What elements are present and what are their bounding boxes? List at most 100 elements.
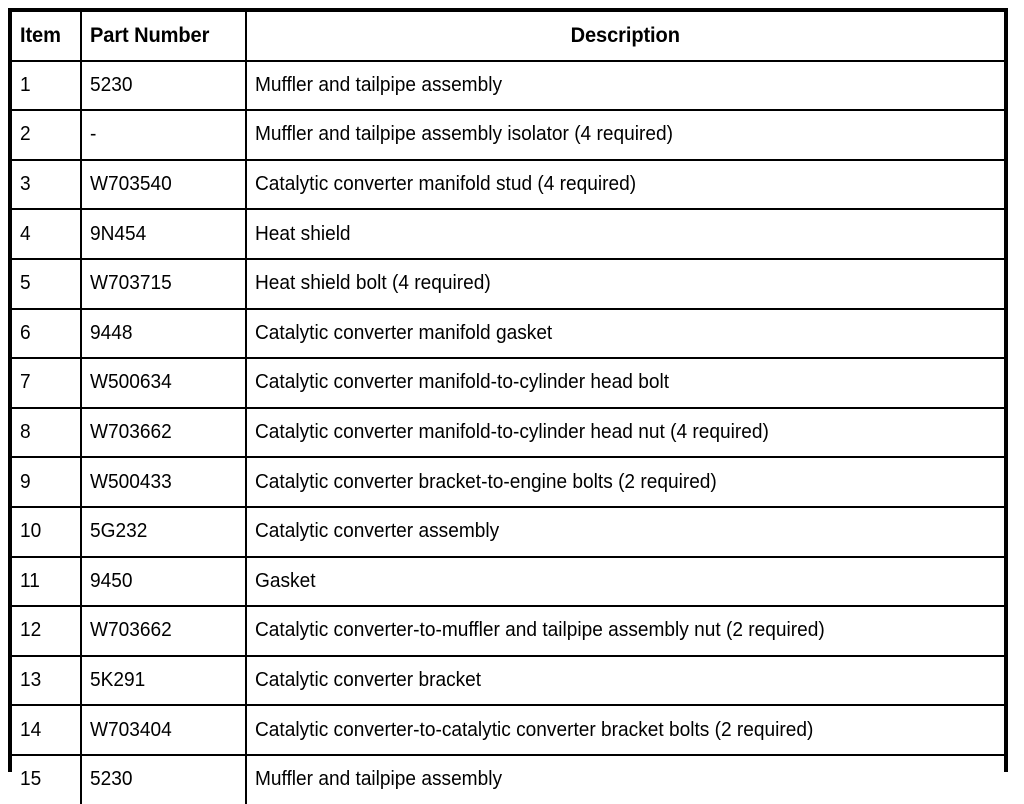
table-row: 1 5230 Muffler and tailpipe assembly [12, 59, 1004, 112]
cell-part-number: 5K291 [80, 654, 247, 707]
column-header-part-number: Part Number [80, 12, 247, 62]
cell-part-number: 5230 [80, 59, 247, 112]
cell-part-number: W703404 [80, 704, 247, 756]
cell-part-number: 5230 [80, 753, 247, 804]
table-row: 4 9N454 Heat shield [12, 208, 1004, 260]
table-row: 3 W703540 Catalytic converter manifold stu… [12, 158, 1004, 211]
cell-part-number: W500634 [80, 357, 247, 409]
cell-part-number-value: 5230 [90, 73, 133, 96]
cell-item: 3 [12, 158, 82, 211]
cell-item: 4 [12, 208, 82, 260]
cell-item: 10 [12, 505, 82, 558]
cell-description: Catalytic converter manifold gasket [245, 307, 1004, 360]
cell-item: 12 [12, 605, 82, 657]
cell-description: Muffler and tailpipe assembly isolator (… [245, 109, 1004, 161]
cell-part-number-value: W500634 [90, 371, 172, 394]
cell-part-number: 9450 [80, 555, 247, 608]
table-row: 9 W500433 Catalytic converter bracket-to-e… [12, 456, 1004, 508]
cell-item: 8 [12, 406, 82, 459]
table-row: 11 9450 Gasket [12, 555, 1004, 608]
cell-part-number-value: 5K291 [90, 669, 146, 692]
cell-item-value: 11 [20, 569, 40, 592]
cell-item: 14 [12, 704, 82, 756]
cell-item-value: 10 [20, 520, 42, 543]
table-row: 14 W703404 Catalytic converter-to-catalyti… [12, 704, 1004, 756]
cell-description: Muffler and tailpipe assembly [245, 59, 1004, 112]
cell-item-value: 14 [20, 718, 42, 741]
cell-description: Gasket [245, 555, 1004, 608]
cell-description: Catalytic converter manifold stud (4 req… [245, 158, 1004, 211]
column-header-description-label: Description [570, 23, 681, 47]
cell-description-value: Heat shield bolt (4 required) [255, 272, 491, 295]
cell-part-number-value: - [90, 123, 97, 146]
cell-part-number: 9N454 [80, 208, 247, 260]
cell-description-value: Catalytic converter manifold-to-cylinder… [255, 421, 769, 444]
cell-item: 1 [12, 59, 82, 112]
cell-description: Catalytic converter bracket-to-engine bo… [245, 456, 1004, 508]
cell-description-value: Catalytic converter manifold-to-cylinder… [255, 371, 670, 394]
cell-item: 11 [12, 555, 82, 608]
cell-part-number: W703715 [80, 257, 247, 310]
cell-description-value: Catalytic converter manifold stud (4 req… [255, 173, 637, 196]
cell-description: Catalytic converter manifold-to-cylinder… [245, 406, 1004, 459]
table-row: 13 5K291 Catalytic converter bracket [12, 654, 1004, 707]
cell-part-number: W703662 [80, 605, 247, 657]
cell-description: Heat shield [245, 208, 1004, 260]
cell-part-number-value: W703662 [90, 619, 172, 642]
cell-description: Catalytic converter-to-muffler and tailp… [245, 605, 1004, 657]
table-row: 10 5G232 Catalytic converter assembly [12, 505, 1004, 558]
cell-part-number-value: W703715 [90, 272, 172, 295]
cell-part-number-value: W500433 [90, 470, 172, 493]
column-header-item: Item [12, 12, 82, 62]
cell-part-number-value: 9N454 [90, 222, 147, 245]
cell-item: 6 [12, 307, 82, 360]
cell-description-value: Heat shield [255, 222, 351, 245]
cell-item: 15 [12, 753, 82, 804]
cell-description-value: Catalytic converter assembly [255, 520, 500, 543]
cell-item-value: 5 [20, 272, 31, 295]
cell-part-number: W703662 [80, 406, 247, 459]
table-header: Item Part Number Description [12, 12, 1004, 62]
cell-description-value: Muffler and tailpipe assembly isolator (… [255, 123, 673, 146]
cell-item-value: 2 [20, 123, 31, 146]
column-header-item-label: Item [20, 23, 61, 47]
table-row: 5 W703715 Heat shield bolt (4 required) [12, 257, 1004, 310]
cell-item-value: 1 [20, 73, 31, 96]
cell-part-number-value: W703662 [90, 421, 172, 444]
cell-part-number-value: W703540 [90, 173, 172, 196]
cell-description: Heat shield bolt (4 required) [245, 257, 1004, 310]
column-header-description: Description [245, 12, 1004, 62]
table-row: 7 W500634 Catalytic converter manifold-to-… [12, 357, 1004, 409]
cell-description: Catalytic converter manifold-to-cylinder… [245, 357, 1004, 409]
cell-description-value: Catalytic converter bracket [255, 669, 482, 692]
cell-description-value: Catalytic converter-to-catalytic convert… [255, 718, 814, 741]
column-header-part-number-label: Part Number [90, 23, 210, 47]
table-row: 6 9448 Catalytic converter manifold gasket [12, 307, 1004, 360]
cell-item-value: 7 [20, 371, 31, 394]
table-header-row: Item Part Number Description [12, 12, 1004, 62]
cell-part-number-value: W703404 [90, 718, 172, 741]
cell-description-value: Catalytic converter manifold gasket [255, 321, 553, 344]
cell-item-value: 13 [20, 669, 42, 692]
cell-description-value: Gasket [255, 569, 316, 592]
cell-part-number: W500433 [80, 456, 247, 508]
cell-description: Catalytic converter assembly [245, 505, 1004, 558]
table-row: 12 W703662 Catalytic converter-to-muffler … [12, 605, 1004, 657]
cell-description: Muffler and tailpipe assembly [245, 753, 1004, 804]
cell-description-value: Catalytic converter bracket-to-engine bo… [255, 470, 717, 493]
cell-item: 7 [12, 357, 82, 409]
cell-part-number-value: 5G232 [90, 520, 148, 543]
cell-item-value: 8 [20, 421, 31, 444]
cell-item: 2 [12, 109, 82, 161]
cell-item: 13 [12, 654, 82, 707]
cell-item: 5 [12, 257, 82, 310]
cell-description: Catalytic converter-to-catalytic convert… [245, 704, 1004, 756]
cell-part-number: 9448 [80, 307, 247, 360]
cell-item-value: 9 [20, 470, 31, 493]
cell-part-number-value: 9448 [90, 321, 133, 344]
